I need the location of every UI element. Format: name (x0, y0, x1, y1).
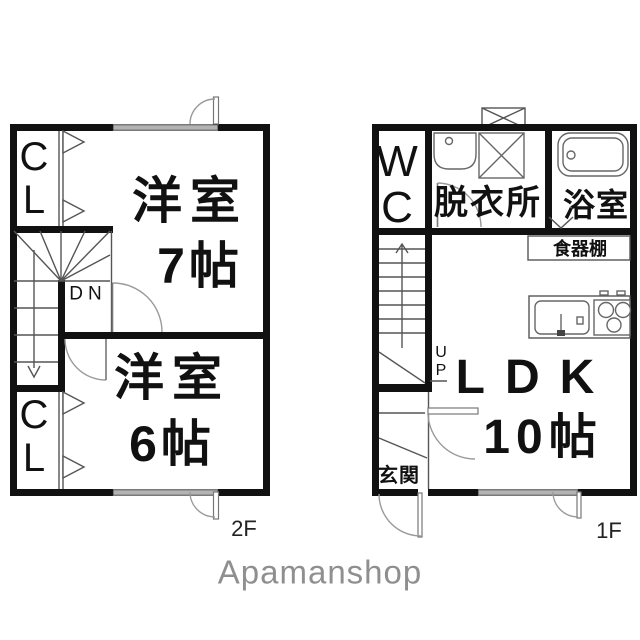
entrance-door-arc (378, 493, 422, 537)
window (477, 489, 579, 496)
window (112, 124, 219, 131)
door-leaf (212, 96, 220, 125)
door-leaf (576, 491, 582, 519)
cupboard-box (527, 235, 631, 261)
wall (218, 489, 270, 496)
door-leaf (212, 491, 220, 520)
door-arc (112, 282, 163, 333)
closet-bottom-label: CL (19, 393, 49, 481)
closet-top-label: CL (19, 135, 49, 223)
wall (630, 124, 637, 496)
wall (10, 124, 17, 496)
stove-burner-icon (614, 301, 632, 319)
linework-2f (13, 131, 113, 489)
stairs-treads (14, 307, 58, 363)
floor-1f-tag: 1F (596, 518, 622, 543)
wall (425, 124, 432, 392)
room6-size-label: 6帖 (129, 416, 215, 472)
bath-folding-door (548, 216, 574, 229)
fixtures-1f (433, 132, 632, 339)
wall (10, 385, 65, 392)
wall (372, 384, 432, 392)
wall (372, 124, 379, 496)
stairs-winder-lines (13, 230, 111, 282)
wall (372, 228, 425, 235)
wall (578, 489, 637, 496)
stove-knob-icon (616, 290, 626, 296)
wall (10, 226, 113, 233)
ldk-name-label: LDK (455, 351, 615, 404)
vanity-sink-icon (433, 132, 477, 170)
watermark-text: Apamanshop (217, 553, 423, 591)
wall (432, 228, 637, 235)
wall (263, 124, 270, 496)
wall (58, 332, 270, 339)
closet-door-triangle (62, 454, 86, 480)
room7-size-label: 7帖 (157, 238, 243, 294)
walls-1f (372, 124, 637, 496)
doors-1f (378, 182, 582, 538)
door-leaf (427, 407, 479, 415)
wc-label: WC (376, 137, 418, 232)
stairs-down-label: DN (69, 283, 107, 305)
outdoor-unit-icon (481, 107, 526, 129)
stove-burner-icon (597, 301, 615, 319)
door-arc (437, 182, 482, 228)
door-arc (189, 98, 216, 125)
bathtub-drain-icon (566, 150, 576, 160)
walls-2f (10, 124, 270, 496)
windows (112, 124, 579, 496)
closet-door-triangle (62, 390, 86, 416)
entrance-label: 玄関 (378, 465, 420, 487)
closet-door-triangle (62, 129, 86, 155)
room7-name-label: 洋室 (132, 173, 248, 229)
door-arc (552, 491, 579, 518)
ldk-size-label: 10帖 (483, 411, 603, 464)
cupboard-label: 食器棚 (553, 239, 607, 259)
entrance-door-leaf (417, 492, 423, 538)
dressing-room-label: 脱衣所 (434, 184, 542, 222)
bathtub-inner (562, 137, 624, 172)
window (112, 489, 219, 496)
room6-name-label: 洋室 (114, 350, 230, 406)
wall (372, 489, 418, 496)
washing-machine-cross (478, 132, 525, 179)
entry-step-diagonal (378, 437, 428, 459)
stove-burner-icon (606, 317, 622, 333)
vanity-faucet-icon (444, 136, 454, 146)
wall (428, 489, 478, 496)
wall (10, 124, 113, 131)
stairs-direction-line (27, 250, 41, 379)
floor-2f-tag: 2F (231, 516, 257, 541)
door-arc (64, 338, 107, 381)
kitchen-sink-detail (576, 316, 584, 325)
stove-knob-icon (599, 290, 609, 296)
doors-2f (64, 96, 220, 520)
door-arc (189, 491, 216, 518)
bathroom-label: 浴室 (562, 187, 630, 223)
door-arc (427, 413, 476, 460)
wall (545, 124, 552, 235)
stairs-up-label: UP (435, 344, 447, 379)
stairs-break-line (378, 351, 426, 384)
wall (372, 124, 637, 131)
closet-door-triangle (62, 198, 86, 224)
closet-doors-2f (62, 129, 86, 480)
stairs-direction-line (395, 242, 409, 348)
wall (218, 124, 270, 131)
wall (10, 489, 113, 496)
kitchen-faucet-base (557, 330, 565, 336)
